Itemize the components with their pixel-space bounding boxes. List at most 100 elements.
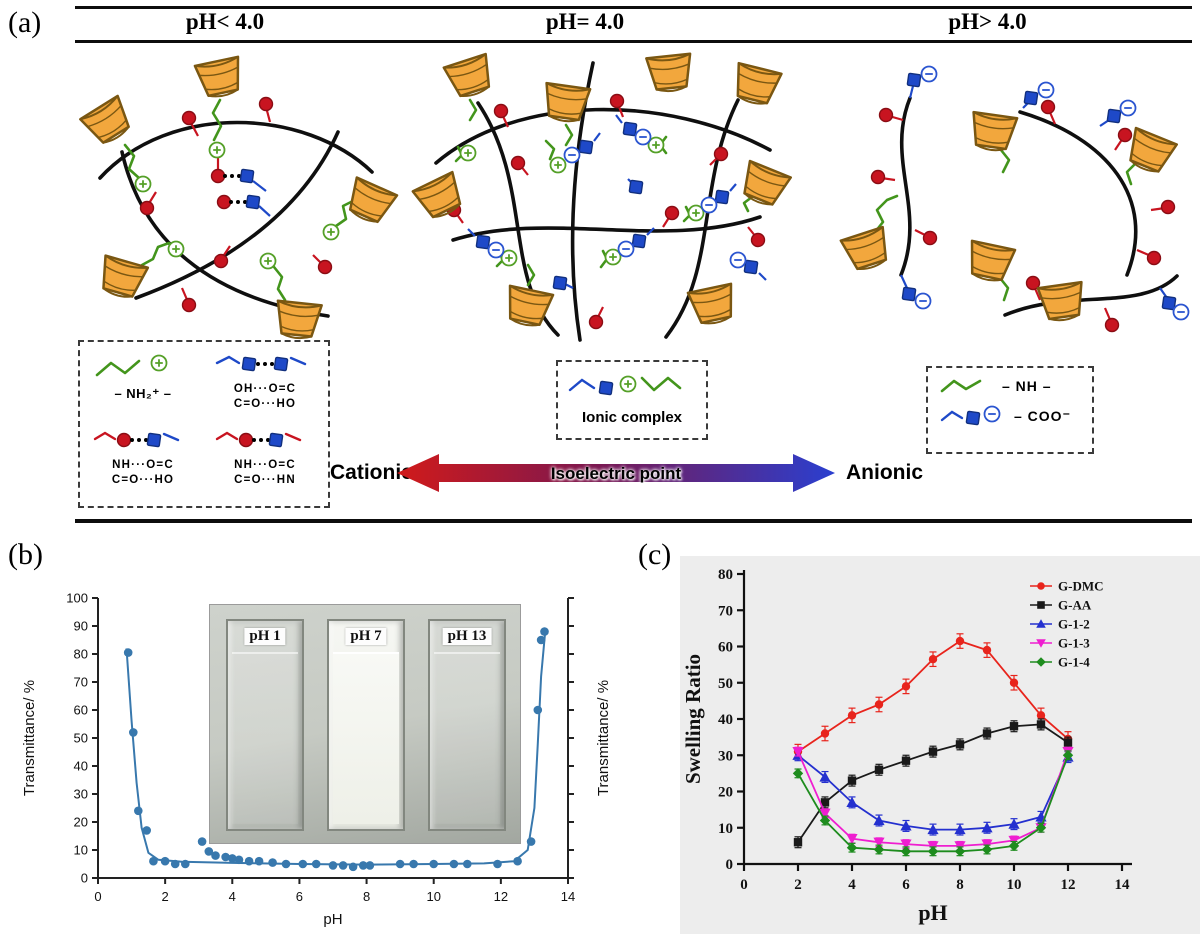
cyclodextrin-icon bbox=[94, 254, 150, 303]
cyclodextrin-icon bbox=[839, 225, 895, 276]
legend-coo: – COO⁻ bbox=[938, 404, 1082, 428]
cuvette-ph7-label: pH 7 bbox=[345, 628, 387, 645]
cyclodextrins bbox=[79, 55, 399, 342]
svg-text:0: 0 bbox=[94, 889, 101, 904]
polymer-network bbox=[899, 96, 1179, 317]
protonated-amine-icon bbox=[95, 354, 168, 377]
bottom-rule bbox=[75, 519, 1192, 523]
top-rule bbox=[75, 6, 1192, 9]
svg-text:6: 6 bbox=[296, 889, 303, 904]
panel-a-label: (a) bbox=[8, 6, 42, 39]
svg-text:4: 4 bbox=[848, 877, 856, 893]
pendant-groups bbox=[139, 96, 333, 313]
scene-ph-below-4 bbox=[79, 55, 399, 342]
cyclodextrins bbox=[411, 52, 793, 331]
svg-text:0: 0 bbox=[740, 877, 748, 893]
svg-text:50: 50 bbox=[718, 676, 733, 692]
cyclodextrin-icon bbox=[411, 170, 469, 225]
cuvette-photo-inset: pH 1 pH 7 pH 13 bbox=[209, 604, 521, 844]
cyclodextrin-icon bbox=[963, 239, 1017, 286]
svg-text:80: 80 bbox=[74, 647, 88, 662]
svg-text:14: 14 bbox=[1115, 877, 1131, 893]
header-ph-below-4: pH< 4.0 bbox=[185, 9, 265, 34]
cuvette-ph1-label: pH 1 bbox=[244, 628, 286, 645]
anionic-legend-box: – NH – – COO⁻ bbox=[926, 366, 1094, 454]
svg-text:70: 70 bbox=[718, 603, 733, 619]
svg-text:G-DMC: G-DMC bbox=[1058, 579, 1104, 594]
svg-text:40: 40 bbox=[718, 712, 733, 728]
svg-text:12: 12 bbox=[494, 889, 508, 904]
svg-text:pH: pH bbox=[918, 900, 947, 925]
carboxylate-icon bbox=[940, 405, 1001, 426]
cuvette-ph13: pH 13 bbox=[428, 619, 506, 831]
cyclodextrin-icon bbox=[967, 110, 1019, 155]
svg-text:20: 20 bbox=[74, 815, 88, 830]
legend-nh: – NH – bbox=[938, 375, 1082, 397]
svg-text:60: 60 bbox=[718, 640, 733, 656]
panel-b-label: (b) bbox=[8, 538, 43, 571]
legend-amide-amide: NH···O=C C=O···HN bbox=[206, 426, 324, 498]
scene-ph-equal-4 bbox=[411, 52, 793, 342]
cuvette-ph7: pH 7 bbox=[327, 619, 405, 831]
isoelectric-point-label: Isoelectric point bbox=[550, 464, 682, 483]
cuvette-ph13-liquid bbox=[434, 652, 500, 824]
amide-acid-icon bbox=[93, 431, 180, 448]
svg-text:50: 50 bbox=[74, 731, 88, 746]
legend-amide-acid: NH···O=C C=O···HO bbox=[84, 426, 202, 498]
svg-text:12: 12 bbox=[1061, 877, 1076, 893]
svg-text:30: 30 bbox=[718, 748, 733, 764]
cyclodextrin-icon bbox=[79, 94, 138, 151]
legend-nh2: – NH₂⁺ – bbox=[84, 350, 202, 422]
svg-text:10: 10 bbox=[74, 843, 88, 858]
ionic-complex-box: Ionic complex bbox=[556, 360, 708, 440]
svg-text:10: 10 bbox=[1007, 877, 1022, 893]
acid-dimer-icon bbox=[215, 355, 307, 372]
cyclodextrins bbox=[839, 110, 1179, 325]
svg-text:10: 10 bbox=[718, 821, 733, 837]
svg-text:80: 80 bbox=[718, 567, 733, 583]
anionic-label: Anionic bbox=[846, 461, 923, 484]
cyclodextrin-icon bbox=[1036, 280, 1088, 325]
cuvette-ph1-liquid bbox=[232, 652, 298, 824]
svg-text:Swelling Ratio: Swelling Ratio bbox=[681, 654, 705, 784]
svg-text:8: 8 bbox=[363, 889, 370, 904]
header-ph-equal-4: pH= 4.0 bbox=[545, 9, 625, 34]
scene-ph-above-4 bbox=[839, 65, 1190, 333]
svg-text:30: 30 bbox=[74, 787, 88, 802]
legend-acid-dimer: OH···O=C C=O···HO bbox=[206, 350, 324, 422]
svg-text:G-1-4: G-1-4 bbox=[1058, 655, 1090, 670]
cuvette-ph1: pH 1 bbox=[226, 619, 304, 831]
svg-text:G-1-2: G-1-2 bbox=[1058, 617, 1090, 632]
svg-text:14: 14 bbox=[561, 889, 575, 904]
svg-text:70: 70 bbox=[74, 675, 88, 690]
svg-text:20: 20 bbox=[718, 785, 733, 801]
svg-text:90: 90 bbox=[74, 619, 88, 634]
svg-text:Transmittance/ %: Transmittance/ % bbox=[595, 680, 612, 796]
svg-text:Transmittance/ %: Transmittance/ % bbox=[21, 680, 38, 796]
svg-text:G-1-3: G-1-3 bbox=[1058, 636, 1090, 651]
svg-text:2: 2 bbox=[794, 877, 802, 893]
amine-chain-icon bbox=[940, 379, 982, 393]
svg-text:10: 10 bbox=[426, 889, 440, 904]
svg-text:6: 6 bbox=[902, 877, 910, 893]
hostguest-pairs bbox=[210, 168, 261, 210]
svg-text:G-AA: G-AA bbox=[1058, 598, 1092, 613]
isoelectric-arrow bbox=[397, 454, 835, 492]
cuvette-ph7-liquid bbox=[333, 652, 399, 824]
header-ph-above-4: pH> 4.0 bbox=[948, 9, 1027, 34]
grafted-chains bbox=[873, 85, 1168, 323]
ionic-complex-label: Ionic complex bbox=[581, 409, 683, 426]
interaction-legend-box: – NH₂⁺ – OH···O=C C=O···HO NH···O=C C=O·… bbox=[78, 340, 330, 508]
cyclodextrin-icon bbox=[272, 299, 323, 342]
svg-text:60: 60 bbox=[74, 703, 88, 718]
header-underline-rule bbox=[75, 40, 1192, 43]
svg-text:2: 2 bbox=[162, 889, 169, 904]
svg-text:pH: pH bbox=[323, 911, 342, 928]
svg-text:0: 0 bbox=[81, 871, 88, 886]
svg-text:0: 0 bbox=[726, 857, 734, 873]
svg-text:4: 4 bbox=[229, 889, 236, 904]
cationic-label: Cationic bbox=[330, 461, 413, 484]
ionic-complex-icon bbox=[568, 375, 682, 396]
